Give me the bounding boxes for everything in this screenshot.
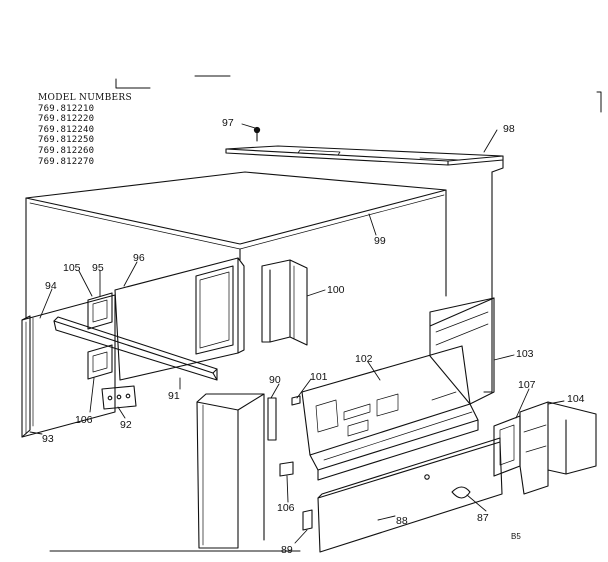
plate-92 xyxy=(101,385,137,410)
bracket-106 xyxy=(87,344,113,380)
corner-post xyxy=(196,393,265,549)
top-cover-98 xyxy=(225,145,504,166)
label-106: 106 xyxy=(75,414,93,426)
label-96: 96 xyxy=(133,252,145,264)
label-95: 95 xyxy=(92,262,104,274)
label-87: 87 xyxy=(477,512,489,524)
label-105: 105 xyxy=(63,262,81,274)
model-number: 769.812260 xyxy=(38,145,95,156)
model-number: 769.812250 xyxy=(38,135,95,146)
label-102: 102 xyxy=(355,353,373,365)
leader-lines xyxy=(29,123,565,544)
label-99: 99 xyxy=(374,235,386,247)
label-89: 89 xyxy=(281,544,293,556)
label-107: 107 xyxy=(518,379,536,391)
label-88: 88 xyxy=(396,515,408,527)
model-number: 769.812270 xyxy=(38,156,95,167)
inner-panel-96 xyxy=(114,257,245,381)
scan-marks xyxy=(49,75,602,552)
label-100: 100 xyxy=(327,284,345,296)
bracket-95-105 xyxy=(87,292,113,330)
back-box-103 xyxy=(429,297,495,405)
front-panel-102 xyxy=(301,345,479,481)
label-103: 103 xyxy=(516,348,534,360)
label-92: 92 xyxy=(120,419,132,431)
flange-107 xyxy=(493,415,521,477)
model-number: 769.812210 xyxy=(38,103,95,114)
model-number: 769.812240 xyxy=(38,124,95,135)
side-panel-94 xyxy=(21,294,116,438)
label-94: 94 xyxy=(45,280,57,292)
model-numbers-heading: MODEL NUMBERS xyxy=(38,93,132,103)
label-101: 101 xyxy=(310,371,328,383)
channel-100 xyxy=(261,259,308,346)
screw-97 xyxy=(253,126,261,142)
label-104: 104 xyxy=(567,393,585,405)
rail-91 xyxy=(53,316,218,381)
label-93: 93 xyxy=(42,433,54,445)
duct-104 xyxy=(519,401,597,495)
clips xyxy=(267,395,313,531)
cabinet-99 xyxy=(25,159,504,393)
label-98: 98 xyxy=(503,123,515,135)
strip-88 xyxy=(317,437,503,553)
label-91: 91 xyxy=(168,390,180,402)
model-numbers-list: MODEL NUMBERS 769.812210 769.812220 769.… xyxy=(38,93,132,167)
part-labels: 97 98 99 96 95 105 94 100 103 102 90 101… xyxy=(42,117,585,556)
grommet-87 xyxy=(451,486,471,499)
label-97: 97 xyxy=(222,117,234,129)
model-number: 769.812220 xyxy=(38,114,95,125)
label-108: 106 xyxy=(277,502,295,514)
label-90: 90 xyxy=(269,374,281,386)
page-code: B5 xyxy=(511,532,521,541)
